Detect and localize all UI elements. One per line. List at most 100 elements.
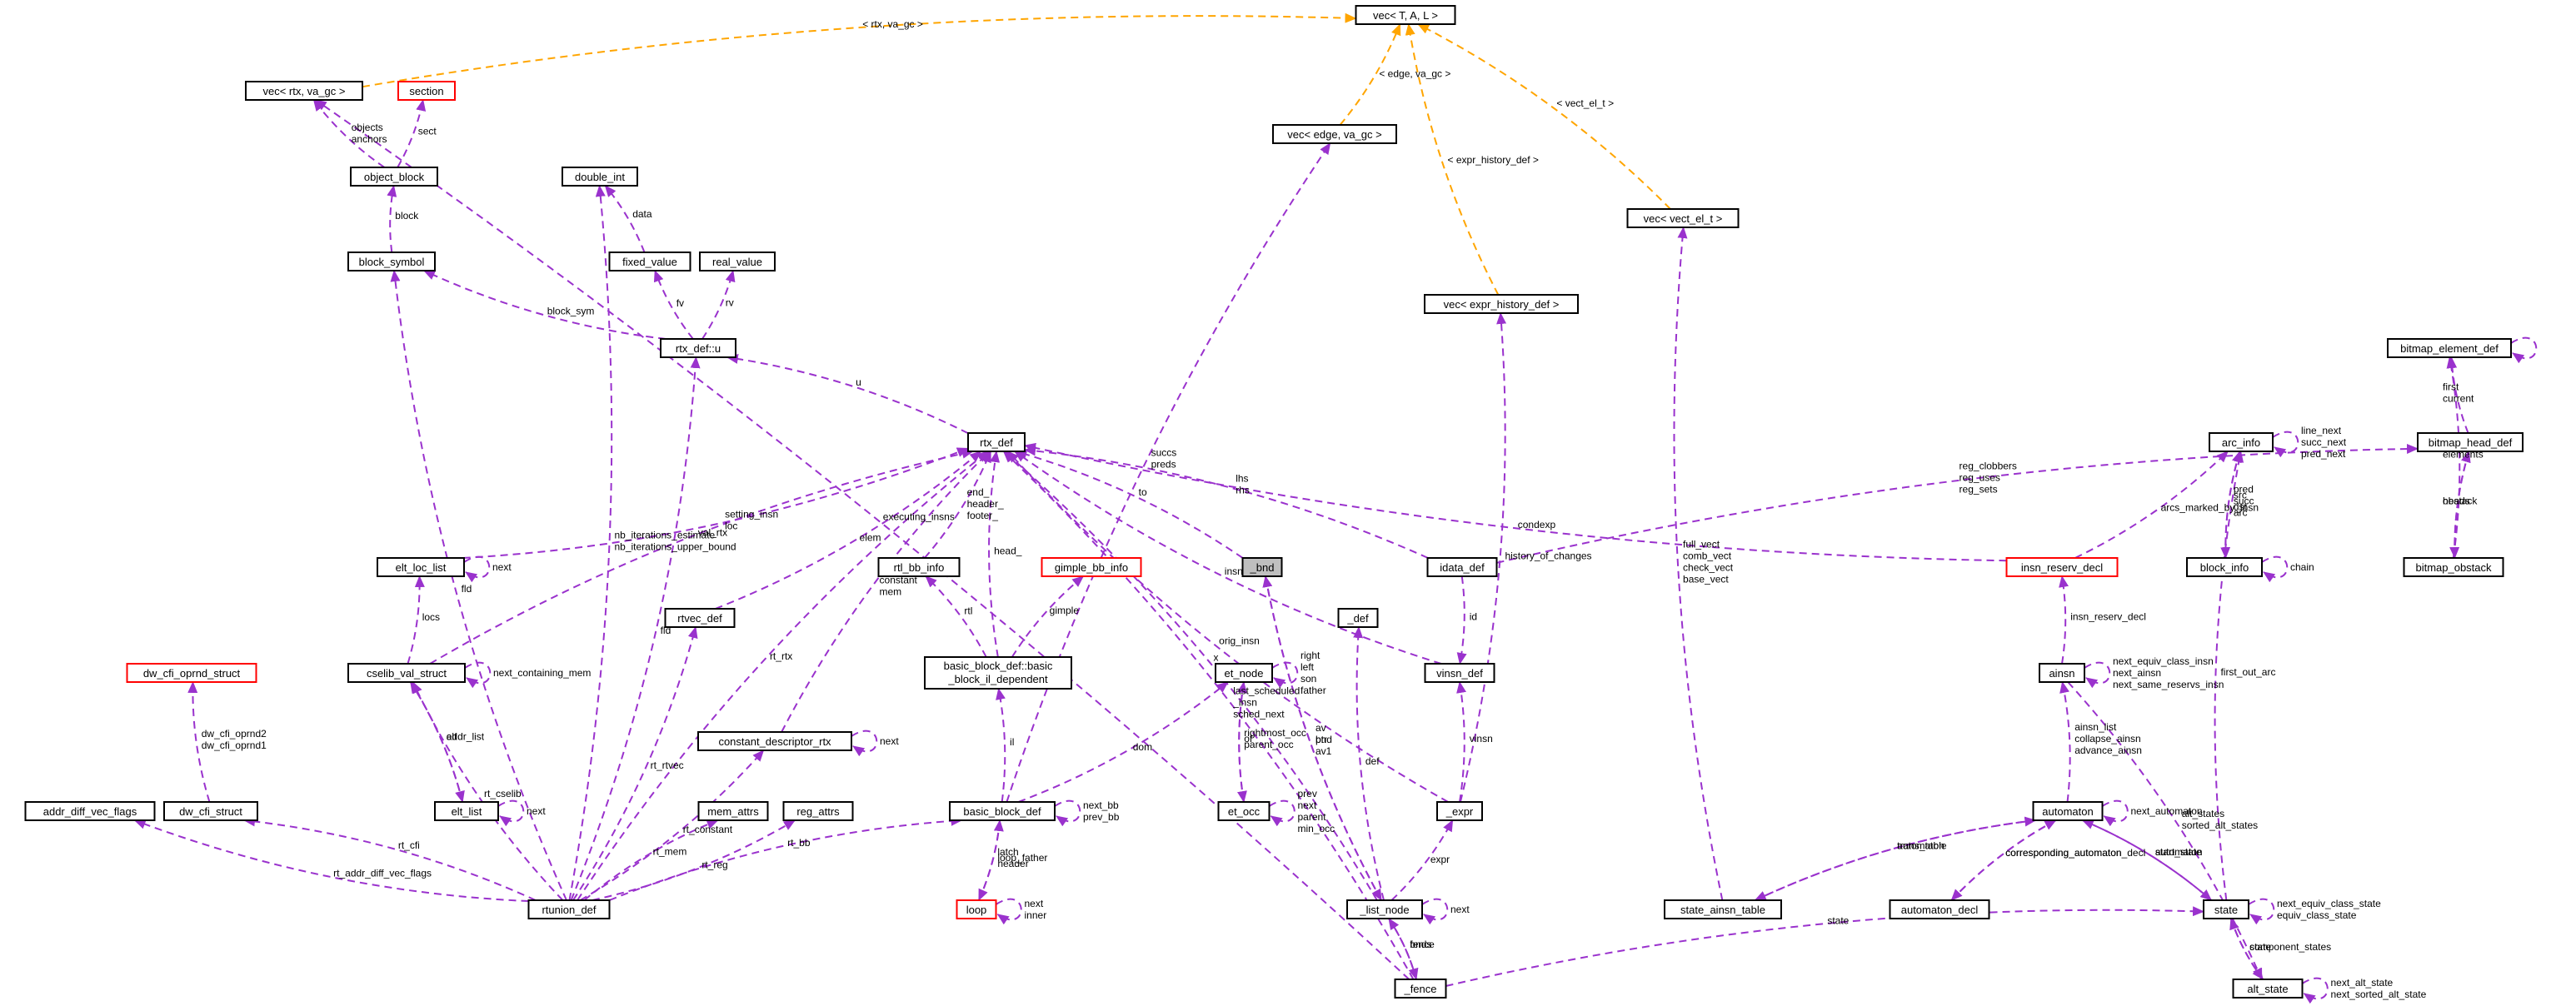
edge-label-line: < rtx, va_gc > [862,18,923,30]
node-et-node[interactable]: et_node [1215,663,1273,683]
node-bitmap-obstack[interactable]: bitmap_obstack [2403,557,2504,577]
edge-insn-reserv-decl-to-arc-info [2074,451,2229,559]
edge-label: corresponding_automaton [2005,847,2121,859]
edge-label: rt_bb [787,837,811,849]
node-gimple-bb-info[interactable]: gimple_bb_info [1041,557,1142,577]
edge-bbd-il-to-rtx-def [988,451,1001,658]
node-mem-attrs[interactable]: mem_attrs [697,801,769,821]
node-bnd[interactable]: _bnd [1241,557,1283,577]
node-dw-cfi-struct[interactable]: dw_cfi_struct [163,801,258,821]
node-reg-attrs[interactable]: reg_attrs [782,801,854,821]
edge-label-line: ptr [1315,734,1327,745]
node-box [2417,432,2524,452]
edge-label-line: av1 [1315,745,1332,757]
node-fixed-value[interactable]: fixed_value [608,252,691,271]
edge-line [2248,898,2275,925]
edge-label-line: next_containing_mem [493,667,591,679]
edge-label-line: sect [418,126,437,137]
node-vec-tal[interactable]: vec< T, A, L > [1355,5,1456,25]
node-elt-list[interactable]: elt_list [434,801,499,821]
node-addr-diff-vec-flags[interactable]: addr_diff_vec_flags [24,801,156,821]
node-label: et_occ [1228,805,1261,818]
node-rtvec-def[interactable]: rtvec_def [664,608,736,628]
node-et-occ[interactable]: et_occ [1217,801,1271,821]
edge-label-line: rhs [1236,485,1250,496]
node-fence[interactable]: _fence [1394,979,1447,999]
node-label: block_symbol [359,256,425,268]
edge-label: block_sym [547,306,595,317]
node-rtx-def-u[interactable]: rtx_def::u [660,338,736,358]
node-vec-expr[interactable]: vec< expr_history_def > [1424,294,1579,314]
edge-label: il [1010,736,1014,748]
node-rtunion-def[interactable]: rtunion_def [527,899,611,919]
node-insn-reserv-decl[interactable]: insn_reserv_decl [2005,557,2119,577]
node-state-ainsn-table[interactable]: state_ainsn_table [1664,899,1782,919]
edge-label-line: rt_cfi [398,839,420,851]
edge-rtunion-def-to-dw-cfi-struct [243,816,537,901]
node-arc-info[interactable]: arc_info [2209,432,2274,452]
edge-label-line: anchors [352,133,387,145]
node-vec-rtx[interactable]: vec< rtx, va_gc > [245,81,363,101]
edge-bnd-to-rtx-def [1015,449,1244,559]
edge-label-line: rt_cselib [484,788,522,799]
edge-label-line: next [880,735,899,747]
edge-label-line: son [1300,673,1316,685]
edge-line [715,451,982,610]
node-idata-def[interactable]: idata_def [1426,557,1498,577]
node-list-node[interactable]: _list_node [1346,899,1423,919]
edge-label-line: rt_rtx [770,650,792,662]
node-rtl-bb-info[interactable]: rtl_bb_info [877,557,961,577]
node-label: automaton [2042,805,2093,818]
edge-line [2229,918,2264,980]
node-cselib-val-struct[interactable]: cselib_val_struct [347,663,466,683]
node-real-value[interactable]: real_value [699,252,776,271]
edge-label: bnd [1315,734,1332,745]
node-alt-state[interactable]: alt_state [2232,979,2304,999]
node-state[interactable]: state [2203,899,2249,919]
edge-line [2214,451,2244,901]
edge-line [1353,626,1385,901]
node-vec-edge[interactable]: vec< edge, va_gc > [1272,124,1397,144]
node-block-info[interactable]: block_info [2186,557,2263,577]
node-box [350,167,438,187]
node-elt-loc-list[interactable]: elt_loc_list [377,557,465,577]
edge-label-line: next_automaton [2131,805,2203,817]
node-section[interactable]: section [397,81,456,101]
node-object-block[interactable]: object_block [350,167,438,187]
edge-label-line: latch [997,846,1018,858]
edge-line [1421,898,1449,925]
node-vinsn-def[interactable]: vinsn_def [1424,663,1495,683]
node-automaton[interactable]: automaton [2032,801,2104,821]
node-ainsn[interactable]: ainsn [2039,663,2085,683]
edge-label: end_header_footer_ [967,486,1004,521]
node-bitmap-head-def[interactable]: bitmap_head_def [2417,432,2524,452]
node-constant-descriptor-rtx[interactable]: constant_descriptor_rtx [697,731,852,751]
edge-label-line: father [1300,685,1326,696]
node-dw-cfi-oprnd-struct[interactable]: dw_cfi_oprnd_struct [126,663,257,683]
node-bitmap-element-def[interactable]: bitmap_element_def [2387,338,2512,358]
edge-list-node-to-list-node [1421,898,1449,925]
node-vec-vect[interactable]: vec< vect_el_t > [1626,208,1740,228]
node-block-symbol[interactable]: block_symbol [347,252,436,271]
edge-line [1024,442,2007,562]
node-def[interactable]: _def [1337,608,1379,628]
node-loop[interactable]: loop [956,899,997,919]
edge-rtl-bb-info-to-rtx-def [924,451,992,559]
node-automaton-decl[interactable]: automaton_decl [1889,899,1990,919]
edge-label-line: < edge, va_gc > [1379,67,1450,79]
node-box [24,801,156,821]
edge-line [781,451,991,733]
edge-label: state [2249,941,2271,953]
node-basic-block-def[interactable]: basic_block_def [949,801,1056,821]
node-expr[interactable]: _expr [1436,801,1483,821]
node-bbd-il[interactable]: basic_block_def::basic_block_il_dependen… [924,656,1072,690]
node-rtx-def[interactable]: rtx_def [967,432,1026,452]
edge-label-line: elt [447,731,457,743]
edge-automaton-to-automaton [2101,799,2129,827]
node-label: object_block [364,171,425,183]
node-double-int[interactable]: double_int [562,167,638,187]
edge-label-line: vinsn [1470,733,1493,745]
edge-label-line: av [1315,722,1326,734]
edge-automaton-decl-to-automaton [1950,819,2057,901]
